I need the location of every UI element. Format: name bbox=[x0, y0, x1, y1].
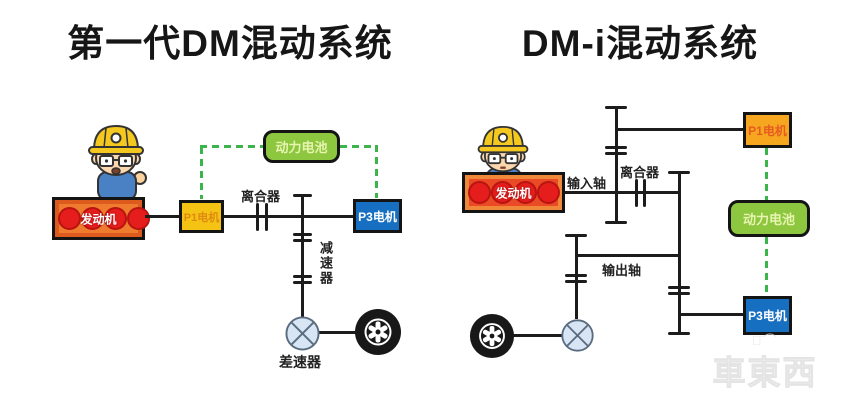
engine-cylinder-icon bbox=[81, 207, 104, 230]
left-title: 第一代DM混动系统 bbox=[67, 23, 393, 64]
reducer-label: 减速器 bbox=[318, 241, 333, 286]
engine-block: 发动机 bbox=[52, 197, 150, 240]
worker-icon bbox=[88, 124, 147, 200]
p1-link-line bbox=[617, 128, 743, 131]
gear-bar bbox=[605, 152, 627, 155]
generator-shaft-line bbox=[615, 107, 618, 224]
engine-label: 发动机 bbox=[495, 186, 532, 200]
gear-bar bbox=[293, 233, 312, 236]
p1-motor-box: P1电机 bbox=[743, 112, 792, 148]
gear-bar bbox=[605, 146, 627, 149]
engine-cylinder-icon bbox=[468, 181, 491, 204]
gear-bar bbox=[668, 332, 690, 335]
battery-box: 动力电池 bbox=[263, 130, 340, 163]
watermark-car-icon: ⌒̈⌒ bbox=[751, 333, 779, 348]
watermark-text: 車東西 bbox=[712, 354, 818, 392]
battery-link-dashed bbox=[200, 147, 203, 199]
differential-label: 差速器 bbox=[279, 354, 321, 370]
input-shaft-line bbox=[565, 191, 680, 194]
axle-line bbox=[318, 331, 358, 334]
engine-cylinder-icon bbox=[104, 207, 127, 230]
right-title: DM-i混动系统 bbox=[521, 23, 759, 64]
clutch-plate-bar bbox=[265, 203, 268, 231]
differential-symbol bbox=[561, 319, 594, 352]
output-shaft-label: 输出轴 bbox=[602, 263, 642, 278]
wheel-icon bbox=[469, 313, 515, 359]
gear-bar bbox=[668, 292, 690, 295]
input-shaft-label: 输入轴 bbox=[567, 176, 607, 191]
battery-link-dashed bbox=[340, 145, 378, 148]
battery-link-dashed bbox=[765, 148, 768, 200]
gear-bar bbox=[293, 194, 312, 197]
gear-bar bbox=[565, 234, 587, 237]
clutch-plate-bar bbox=[643, 179, 646, 207]
gear-bar bbox=[293, 281, 312, 284]
clutch-label: 离合器 bbox=[241, 189, 281, 204]
battery-box: 动力电池 bbox=[728, 200, 810, 237]
gear-bar bbox=[293, 275, 312, 278]
gear-bar bbox=[565, 280, 587, 283]
watermark: ⌒̈⌒ 車東西 bbox=[690, 333, 840, 394]
shaft-line bbox=[145, 215, 179, 218]
gear-bar bbox=[668, 171, 690, 174]
drive-shaft-line bbox=[678, 172, 681, 335]
battery-link-dashed bbox=[200, 145, 263, 148]
battery-link-dashed bbox=[375, 145, 378, 198]
p3-motor-box: P3电机 bbox=[353, 199, 402, 233]
engine-cylinder-icon bbox=[127, 207, 150, 230]
gear-bar bbox=[565, 274, 587, 277]
clutch-plate-bar bbox=[256, 203, 259, 231]
gear-bar bbox=[293, 239, 312, 242]
reducer-shaft-line bbox=[301, 196, 304, 317]
engine-cylinder-icon bbox=[537, 181, 560, 204]
engine-label: 发动机 bbox=[80, 212, 117, 226]
shaft-line bbox=[224, 215, 353, 218]
p3-motor-box: P3电机 bbox=[743, 296, 792, 335]
battery-link-dashed bbox=[765, 237, 768, 296]
engine-block: 发动机 bbox=[462, 172, 565, 213]
axle-line bbox=[513, 334, 562, 337]
wheel-icon bbox=[355, 309, 401, 355]
engine-cylinder-icon bbox=[58, 207, 81, 230]
clutch-label: 离合器 bbox=[620, 165, 660, 180]
p3-link-line bbox=[680, 313, 743, 316]
engine-cylinder-icon bbox=[514, 181, 537, 204]
output-shaft-vertical-line bbox=[575, 235, 578, 319]
engine-cylinder-icon bbox=[491, 181, 514, 204]
gear-bar bbox=[605, 221, 627, 224]
differential-symbol bbox=[285, 316, 320, 351]
p1-motor-box: P1电机 bbox=[179, 200, 224, 233]
gear-bar bbox=[668, 286, 690, 289]
clutch-plate-bar bbox=[635, 179, 638, 207]
output-shaft-line bbox=[577, 254, 679, 257]
gear-bar bbox=[605, 106, 627, 109]
